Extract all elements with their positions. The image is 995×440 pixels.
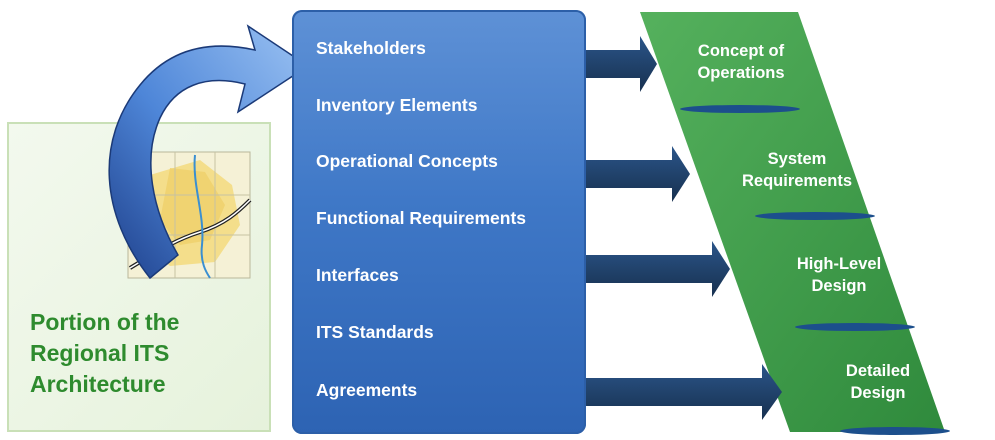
phase-concept-of-operations: Concept of Operations — [697, 42, 785, 82]
phase-system-requirements: System Requirements — [741, 150, 853, 190]
arrow-2 — [586, 146, 690, 202]
item-agreements: Agreements — [316, 380, 418, 400]
arrow-3 — [586, 241, 730, 297]
arrow-1 — [586, 36, 657, 92]
arrow-4 — [586, 364, 782, 420]
item-inventory-elements: Inventory Elements — [316, 95, 478, 115]
item-interfaces: Interfaces — [316, 265, 399, 285]
phase-detailed-design: Detailed Design — [845, 362, 911, 402]
architecture-elements-box: Stakeholders Inventory Elements Operatio… — [292, 10, 586, 434]
architecture-title: Portion of the Regional ITS Architecture — [30, 309, 180, 397]
item-operational-concepts: Operational Concepts — [316, 151, 498, 171]
item-functional-requirements: Functional Requirements — [316, 208, 527, 228]
phase-high-level-design: High-Level Design — [796, 255, 882, 295]
phase-strip — [640, 12, 950, 435]
item-its-standards: ITS Standards — [316, 322, 434, 342]
item-stakeholders: Stakeholders — [316, 38, 426, 58]
curved-arrow — [108, 24, 310, 280]
